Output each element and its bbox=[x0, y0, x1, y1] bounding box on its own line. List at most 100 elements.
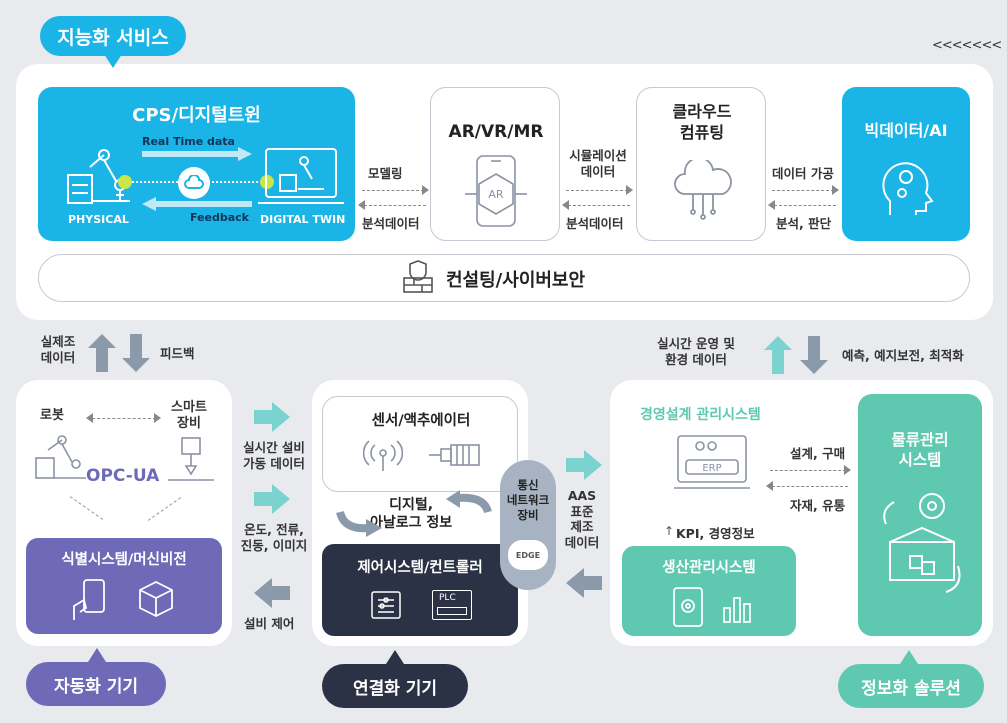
actuator-icon bbox=[429, 444, 480, 466]
intelligence-service-label: 지능화 서비스 bbox=[40, 16, 186, 56]
aas-label: AAS 표준 제조 데이터 bbox=[564, 488, 600, 550]
bigdata-title: 빅데이터/AI bbox=[864, 121, 948, 140]
realtime-label: Real Time data bbox=[142, 135, 235, 148]
automation-pointer bbox=[88, 648, 106, 662]
ai-head-gear-icon bbox=[882, 162, 934, 215]
sensor-actuator-box: 센서/액추에이터 bbox=[322, 396, 518, 492]
down-arrow-left bbox=[122, 334, 150, 372]
automation-label: 자동화 기기 bbox=[26, 662, 166, 706]
conn2-tip-left bbox=[562, 200, 569, 210]
logistics-erp-arrow-left bbox=[772, 486, 848, 487]
network-title: 통신 네트워크 장비 bbox=[506, 478, 550, 522]
nav-arrows[interactable]: <<<<<<< bbox=[932, 38, 1002, 53]
erp-monitor-icon: ERP bbox=[674, 435, 750, 489]
realtime-equipment-label: 실시간 설비 가동 데이터 bbox=[243, 440, 305, 471]
curve-arrow-upper bbox=[446, 490, 492, 514]
robot-label: 로봇 bbox=[40, 408, 64, 423]
down-arrow-right bbox=[800, 336, 828, 374]
arrow-left-aas bbox=[566, 568, 602, 598]
equipment-control-label: 설비 제어 bbox=[244, 616, 295, 631]
robot-smart-link bbox=[92, 418, 156, 419]
conn1-arrow-right bbox=[362, 190, 424, 191]
erp-logistics-tip bbox=[844, 465, 851, 475]
arrow-left-3 bbox=[254, 578, 290, 608]
conn3-bottom: 분석, 판단 bbox=[776, 216, 832, 231]
warehouse-icon bbox=[883, 493, 961, 593]
real-data-label: 실제조 데이터 bbox=[40, 334, 76, 365]
signal-antenna-icon bbox=[363, 440, 403, 471]
realtime-env-label: 실시간 운영 및 환경 데이터 bbox=[657, 336, 735, 367]
chip-icon bbox=[371, 591, 401, 619]
ar-icon-text: AR bbox=[488, 188, 504, 201]
feedback-label: Feedback bbox=[190, 211, 249, 224]
cps-digital-twin-box: CPS/디지털트윈 Real Time data Feedback PHYSIC… bbox=[38, 87, 355, 241]
mes-title: 생산관리시스템 bbox=[662, 560, 756, 576]
logistics-erp-tip bbox=[766, 481, 773, 491]
arrow-right-aas bbox=[566, 450, 602, 480]
conn2-arrow-right bbox=[566, 190, 628, 191]
firewall-shield-icon bbox=[403, 260, 433, 293]
logistics-box: 물류관리 시스템 bbox=[858, 394, 982, 636]
opc-ua-label: OPC-UA bbox=[86, 466, 160, 486]
prediction-label: 예측, 예지보전, 최적화 bbox=[842, 348, 964, 363]
phone-scan-icon bbox=[73, 579, 105, 620]
digital-analog-label: 디지털, 아날로그 정보 bbox=[370, 497, 453, 532]
conn3-tip-left bbox=[768, 200, 775, 210]
vision-system-box: 식별시스템/머신비전 bbox=[26, 538, 222, 634]
ar-phone-icon: AR bbox=[465, 155, 527, 227]
conn2-arrow-left bbox=[568, 205, 630, 206]
design-purchase-label: 설계, 구매 bbox=[790, 446, 846, 461]
information-label: 정보화 솔루션 bbox=[838, 664, 984, 708]
box-cube-icon bbox=[139, 580, 173, 618]
conn1-top: 모델링 bbox=[368, 166, 403, 181]
information-pointer bbox=[900, 650, 918, 664]
conn1-arrow-left bbox=[364, 205, 426, 206]
smart-equipment-label: 스마트 장비 bbox=[171, 400, 207, 432]
sensor-data-label: 온도, 전류, 진동, 이미지 bbox=[240, 522, 308, 553]
pill-pointer bbox=[104, 54, 122, 68]
mes-box: 생산관리시스템 bbox=[622, 546, 796, 636]
connectivity-label: 연결화 기기 bbox=[322, 664, 468, 708]
cloud-computing-box: 클라우드 컴퓨팅 bbox=[636, 87, 766, 241]
robot-icon bbox=[35, 435, 86, 479]
network-device-box: 통신 네트워크 장비 EDGE bbox=[500, 460, 556, 590]
conn2-top: 시뮬레이션 데이터 bbox=[569, 148, 627, 179]
erp-icon-text: ERP bbox=[702, 463, 721, 474]
bar-chart-icon bbox=[723, 597, 751, 623]
material-label: 자재, 유통 bbox=[790, 498, 846, 513]
up-arrow-right bbox=[764, 336, 792, 374]
digital-twin-laptop-icon bbox=[258, 148, 344, 204]
conn2-tip-right bbox=[626, 185, 633, 195]
security-bar bbox=[38, 254, 970, 302]
smart-link-tip bbox=[154, 413, 161, 423]
arrow-right-2 bbox=[254, 484, 290, 514]
erp-logistics-arrow-right bbox=[770, 470, 846, 471]
cloud-sync-icon bbox=[178, 167, 210, 199]
cloud-computing-icon bbox=[674, 160, 732, 220]
bigdata-ai-box: 빅데이터/AI bbox=[842, 87, 970, 241]
smart-equipment-icon bbox=[168, 437, 214, 481]
sensor-title: 센서/액추에이터 bbox=[371, 413, 471, 429]
cloud-title: 클라우드 컴퓨팅 bbox=[672, 102, 732, 142]
plc-label: PLC bbox=[439, 593, 456, 603]
conn3-tip-right bbox=[832, 185, 839, 195]
feedback-down-label: 피드백 bbox=[160, 346, 195, 361]
up-arrow-left bbox=[88, 334, 116, 372]
vision-title: 식별시스템/머신비전 bbox=[61, 552, 187, 568]
conn3-top: 데이터 가공 bbox=[772, 166, 834, 181]
conn1-bottom: 분석데이터 bbox=[362, 216, 420, 231]
ar-vr-mr-title: AR/VR/MR bbox=[448, 122, 544, 142]
cps-title: CPS/디지털트윈 bbox=[132, 105, 261, 126]
tablet-gear-icon bbox=[673, 587, 703, 627]
security-title: 컨설팅/사이버보안 bbox=[446, 270, 586, 291]
digital-twin-label: DIGITAL TWIN bbox=[260, 213, 346, 226]
connectivity-pointer bbox=[386, 650, 404, 664]
robot-link-tip bbox=[86, 413, 93, 423]
yellow-node-left bbox=[118, 175, 132, 189]
edge-icon: EDGE bbox=[508, 540, 548, 570]
plc-pins bbox=[437, 607, 467, 615]
kpi-up-arrow: ↑ bbox=[664, 524, 675, 538]
feedback-arrow bbox=[142, 197, 252, 211]
ar-vr-mr-box: AR/VR/MR AR bbox=[430, 87, 560, 241]
control-system-box: 제어시스템/컨트롤러 PLC bbox=[322, 544, 518, 636]
